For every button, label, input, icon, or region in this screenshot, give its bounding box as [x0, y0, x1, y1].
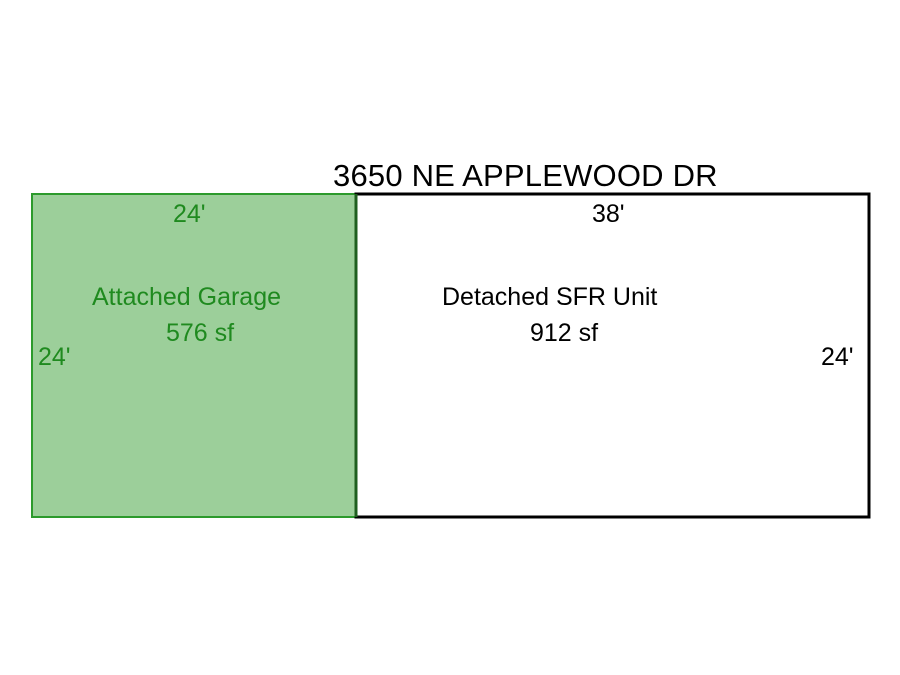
garage-width-dimension: 24': [173, 200, 206, 228]
garage-depth-dimension: 24': [38, 343, 71, 371]
garage-name-label: Attached Garage: [92, 283, 282, 311]
garage-area-label: 576 sf: [166, 319, 235, 347]
house-width-dimension: 38': [592, 200, 625, 228]
house-outline: [354, 192, 871, 519]
garage-outline: [31, 193, 357, 518]
house-depth-dimension: 24': [821, 343, 854, 371]
house-name-label: Detached SFR Unit: [442, 283, 658, 311]
property-address: 3650 NE APPLEWOOD DR: [333, 158, 718, 193]
house-area-label: 912 sf: [530, 319, 599, 347]
